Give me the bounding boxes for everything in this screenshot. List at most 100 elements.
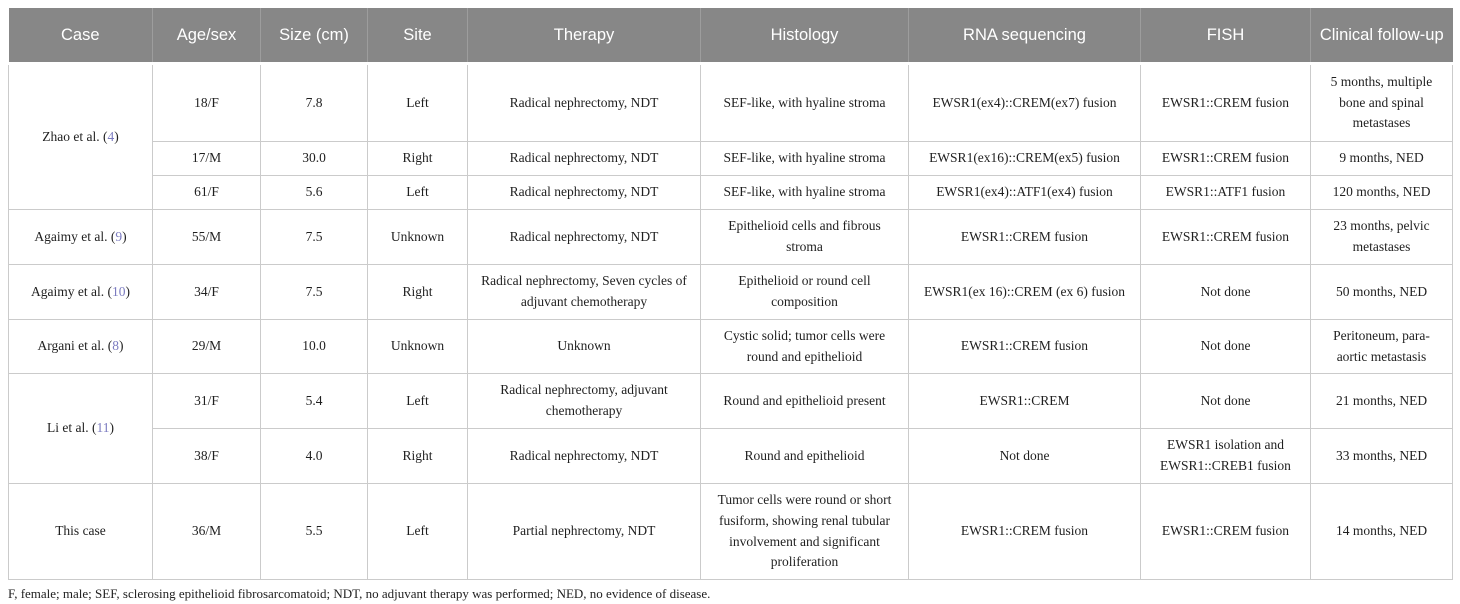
cell-therapy: Radical nephrectomy, NDT xyxy=(467,209,701,265)
cell-therapy: Radical nephrectomy, NDT xyxy=(467,141,701,176)
cell-fish: EWSR1::CREM fusion xyxy=(1140,483,1311,580)
cell-therapy: Radical nephrectomy, NDT xyxy=(467,175,701,210)
cell-size: 5.6 xyxy=(260,175,368,210)
table-row: 38/F 4.0 Right Radical nephrectomy, NDT … xyxy=(9,428,1453,484)
case-label: This case xyxy=(55,523,106,539)
table-row: Agaimy et al. (10) 34/F 7.5 Right Radica… xyxy=(8,264,1453,320)
citation-link[interactable]: 4 xyxy=(107,128,115,144)
cell-therapy: Radical nephrectomy, NDT xyxy=(467,428,701,484)
cell-case: Argani et al. (8) xyxy=(8,319,153,374)
case-label-suffix: ) xyxy=(125,283,130,299)
citation-link[interactable]: 9 xyxy=(115,228,123,244)
cell-histology: Round and epithelioid xyxy=(700,428,909,484)
cell-fish: Not done xyxy=(1140,264,1311,320)
cell-site: Unknown xyxy=(367,209,468,265)
table-row: Agaimy et al. (9) 55/M 7.5 Unknown Radic… xyxy=(8,209,1453,265)
case-label: Agaimy et al. ( xyxy=(34,228,116,244)
cell-fish: Not done xyxy=(1140,373,1311,429)
cell-case: Agaimy et al. (10) xyxy=(8,264,153,320)
cell-rna: EWSR1::CREM fusion xyxy=(908,209,1141,265)
cell-fish: EWSR1::CREM fusion xyxy=(1140,141,1311,176)
cell-followup: 5 months, multiple bone and spinal metas… xyxy=(1310,63,1453,142)
cell-site: Left xyxy=(367,175,468,210)
cell-histology: Epithelioid cells and fibrous stroma xyxy=(700,209,909,265)
case-label: Argani et al. ( xyxy=(37,338,113,354)
citation-link[interactable]: 8 xyxy=(112,338,119,354)
col-header-clinical-follow-up: Clinical follow-up xyxy=(1310,8,1453,65)
cell-age-sex: 18/F xyxy=(152,63,261,142)
cell-rna: EWSR1(ex 16)::CREM (ex 6) fusion xyxy=(908,264,1141,320)
cell-rna: EWSR1(ex4)::ATF1(ex4) fusion xyxy=(908,175,1141,210)
table-row: Argani et al. (8) 29/M 10.0 Unknown Unkn… xyxy=(8,319,1453,374)
cell-rna: EWSR1(ex4)::CREM(ex7) fusion xyxy=(908,63,1141,142)
cell-site: Left xyxy=(367,483,468,580)
col-header-site: Site xyxy=(367,8,468,65)
cell-case: Li et al. (11) xyxy=(8,373,153,484)
cell-followup: Peritoneum, para-aortic metastasis xyxy=(1310,319,1453,374)
cell-therapy: Radical nephrectomy, Seven cycles of adj… xyxy=(467,264,701,320)
cell-size: 10.0 xyxy=(260,319,368,374)
table-row: 17/M 30.0 Right Radical nephrectomy, NDT… xyxy=(9,141,1453,176)
table-row: Li et al. (11) 31/F 5.4 Left Radical nep… xyxy=(8,373,1453,484)
case-label-suffix: ) xyxy=(109,420,114,436)
col-header-age-sex: Age/sex xyxy=(152,8,261,65)
table-footnote: F, female; male; SEF, sclerosing epithel… xyxy=(8,586,711,601)
cell-site: Right xyxy=(367,264,468,320)
cell-histology: Epithelioid or round cell composition xyxy=(700,264,909,320)
col-header-rna-sequencing: RNA sequencing xyxy=(908,8,1141,65)
cell-followup: 33 months, NED xyxy=(1310,428,1453,484)
cell-age-sex: 34/F xyxy=(152,264,261,320)
case-label-suffix: ) xyxy=(122,228,127,244)
cell-site: Left xyxy=(367,373,468,429)
cell-age-sex: 61/F xyxy=(152,175,261,210)
cell-histology: SEF-like, with hyaline stroma xyxy=(700,141,909,176)
cell-site: Right xyxy=(367,141,468,176)
cell-histology: Cystic solid; tumor cells were round and… xyxy=(700,319,909,374)
cell-size: 7.5 xyxy=(260,264,368,320)
case-label: Li et al. ( xyxy=(47,420,97,436)
cell-rna: EWSR1(ex16)::CREM(ex5) fusion xyxy=(908,141,1141,176)
cell-age-sex: 29/M xyxy=(152,319,261,374)
header-row: Case Age/sex Size (cm) Site Therapy Hist… xyxy=(8,8,1453,65)
cell-followup: 21 months, NED xyxy=(1310,373,1453,429)
cell-age-sex: 38/F xyxy=(152,428,261,484)
cell-size: 7.8 xyxy=(260,63,368,142)
cell-site: Left xyxy=(367,63,468,142)
cell-rna: EWSR1::CREM xyxy=(908,373,1141,429)
cell-histology: Round and epithelioid present xyxy=(700,373,909,429)
cell-histology: SEF-like, with hyaline stroma xyxy=(700,63,909,142)
cell-rna: EWSR1::CREM fusion xyxy=(908,319,1141,374)
cell-therapy: Partial nephrectomy, NDT xyxy=(467,483,701,580)
cell-histology: Tumor cells were round or short fusiform… xyxy=(700,483,909,580)
cell-fish: Not done xyxy=(1140,319,1311,374)
cell-age-sex: 31/F xyxy=(152,373,261,429)
cell-rna: EWSR1::CREM fusion xyxy=(908,483,1141,580)
cell-rna: Not done xyxy=(908,428,1141,484)
cell-age-sex: 55/M xyxy=(152,209,261,265)
cell-followup: 9 months, NED xyxy=(1310,141,1453,176)
cell-case: Zhao et al. (4) xyxy=(8,63,153,210)
cell-size: 5.4 xyxy=(260,373,368,429)
cell-case: Agaimy et al. (9) xyxy=(8,209,153,265)
citation-link[interactable]: 10 xyxy=(111,283,126,299)
cell-therapy: Radical nephrectomy, NDT xyxy=(467,63,701,142)
cell-size: 7.5 xyxy=(260,209,368,265)
cell-therapy: Radical nephrectomy, adjuvant chemothera… xyxy=(467,373,701,429)
table-row: Zhao et al. (4) 18/F 7.8 Left Radical ne… xyxy=(8,63,1453,210)
cell-followup: 23 months, pelvic metastases xyxy=(1310,209,1453,265)
cell-fish: EWSR1::ATF1 fusion xyxy=(1140,175,1311,210)
cell-case: This case xyxy=(8,483,153,580)
citation-link[interactable]: 11 xyxy=(96,420,110,436)
case-label-suffix: ) xyxy=(114,128,119,144)
case-label: Agaimy et al. ( xyxy=(31,283,112,299)
cell-fish: EWSR1::CREM fusion xyxy=(1140,209,1311,265)
cell-therapy: Unknown xyxy=(467,319,701,374)
col-header-size: Size (cm) xyxy=(260,8,368,65)
case-label: Zhao et al. ( xyxy=(42,128,108,144)
col-header-fish: FISH xyxy=(1140,8,1311,65)
cell-histology: SEF-like, with hyaline stroma xyxy=(700,175,909,210)
cell-fish: EWSR1::CREM fusion xyxy=(1140,63,1311,142)
case-summary-table: Case Age/sex Size (cm) Site Therapy Hist… xyxy=(8,8,1453,580)
cell-site: Unknown xyxy=(367,319,468,374)
